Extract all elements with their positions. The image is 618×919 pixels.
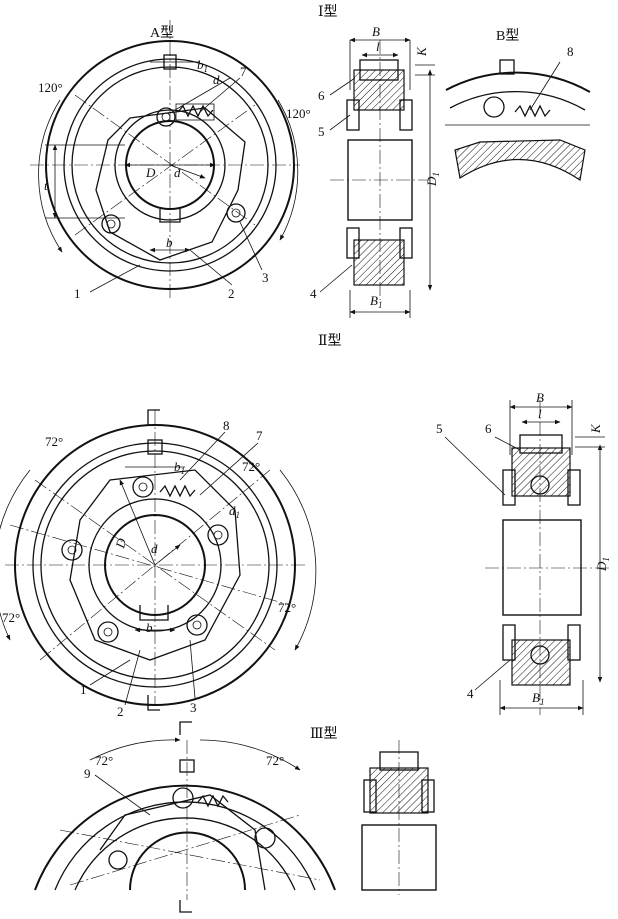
part-number: 3 [190,700,197,715]
part-number: 4 [467,686,474,701]
dim-D: D [145,165,156,180]
type3-front-view [34,721,336,913]
type2-front-view [0,409,317,711]
roller-icon [61,539,83,561]
part-number: 3 [262,270,269,285]
part-number: 9 [84,766,91,781]
part-number: 5 [436,421,443,436]
dim-K: K [588,423,603,434]
dim-b: b [146,620,153,635]
part-number: 8 [223,418,230,433]
part-number: 2 [228,286,235,301]
dim-B: B [536,390,544,405]
roller-icon [97,621,119,643]
roller-icon [172,787,194,809]
part-number: 7 [240,64,247,79]
dim-t: t [44,178,48,193]
angle-label: 72° [95,753,113,768]
angle-label: 72° [278,600,296,615]
spring-icon [514,104,551,118]
roller-icon [186,614,208,636]
roller-icon [108,850,128,870]
dim-d: d [213,72,220,87]
roller-icon [156,107,176,127]
part-number: 1 [74,286,81,301]
part-number: 6 [485,421,492,436]
dim-l: l [376,39,380,54]
dim-b: b [166,235,173,250]
dim-K: K [414,46,429,57]
type3-title: Ⅲ型 [310,726,338,742]
type1-front-view [30,20,300,300]
dim-B1: B1 [532,690,544,707]
part-number: 4 [310,286,317,301]
roller-icon [101,214,121,234]
angle-label: 120° [286,106,311,121]
roller-icon [483,96,505,118]
part-number: 6 [318,88,325,103]
type1-b-title: B型 [496,28,519,44]
type1-side-section [319,37,435,318]
type3-side-section [361,740,437,895]
part-number: 8 [567,44,574,59]
dim-l: l [538,406,542,421]
dim-d: d [151,541,158,556]
roller-icon [226,203,246,223]
angle-label: 72° [2,610,20,625]
dim-d: d [174,165,181,180]
spring-icon [159,484,196,498]
spring-icon [177,104,214,118]
part-number: 2 [117,704,124,719]
part-number: 1 [80,682,87,697]
roller-icon [132,476,154,498]
type2-side-section [444,400,610,715]
dim-d1: d1 [229,503,240,520]
type1-title: Ⅰ型 [318,4,338,20]
dim-D1: D1 [424,172,441,187]
dim-D1: D1 [594,557,611,572]
dim-B: B [372,24,380,39]
angle-label: 120° [38,80,63,95]
angle-label: 72° [45,434,63,449]
type1-a-title: A型 [150,25,174,41]
angle-label: 72° [242,459,260,474]
dim-D: D [112,536,129,551]
angle-label: 72° [266,753,284,768]
roller-icon [207,524,229,546]
type1-b-detail [445,59,591,182]
roller-icon [254,827,276,849]
type2-title: Ⅱ型 [318,333,342,349]
dim-B1: B1 [370,293,382,310]
dim-b1: b1 [174,459,185,476]
spring-icon [197,794,229,808]
part-number: 5 [318,124,325,139]
dim-b1: b1 [197,57,208,74]
part-number: 7 [256,428,263,443]
